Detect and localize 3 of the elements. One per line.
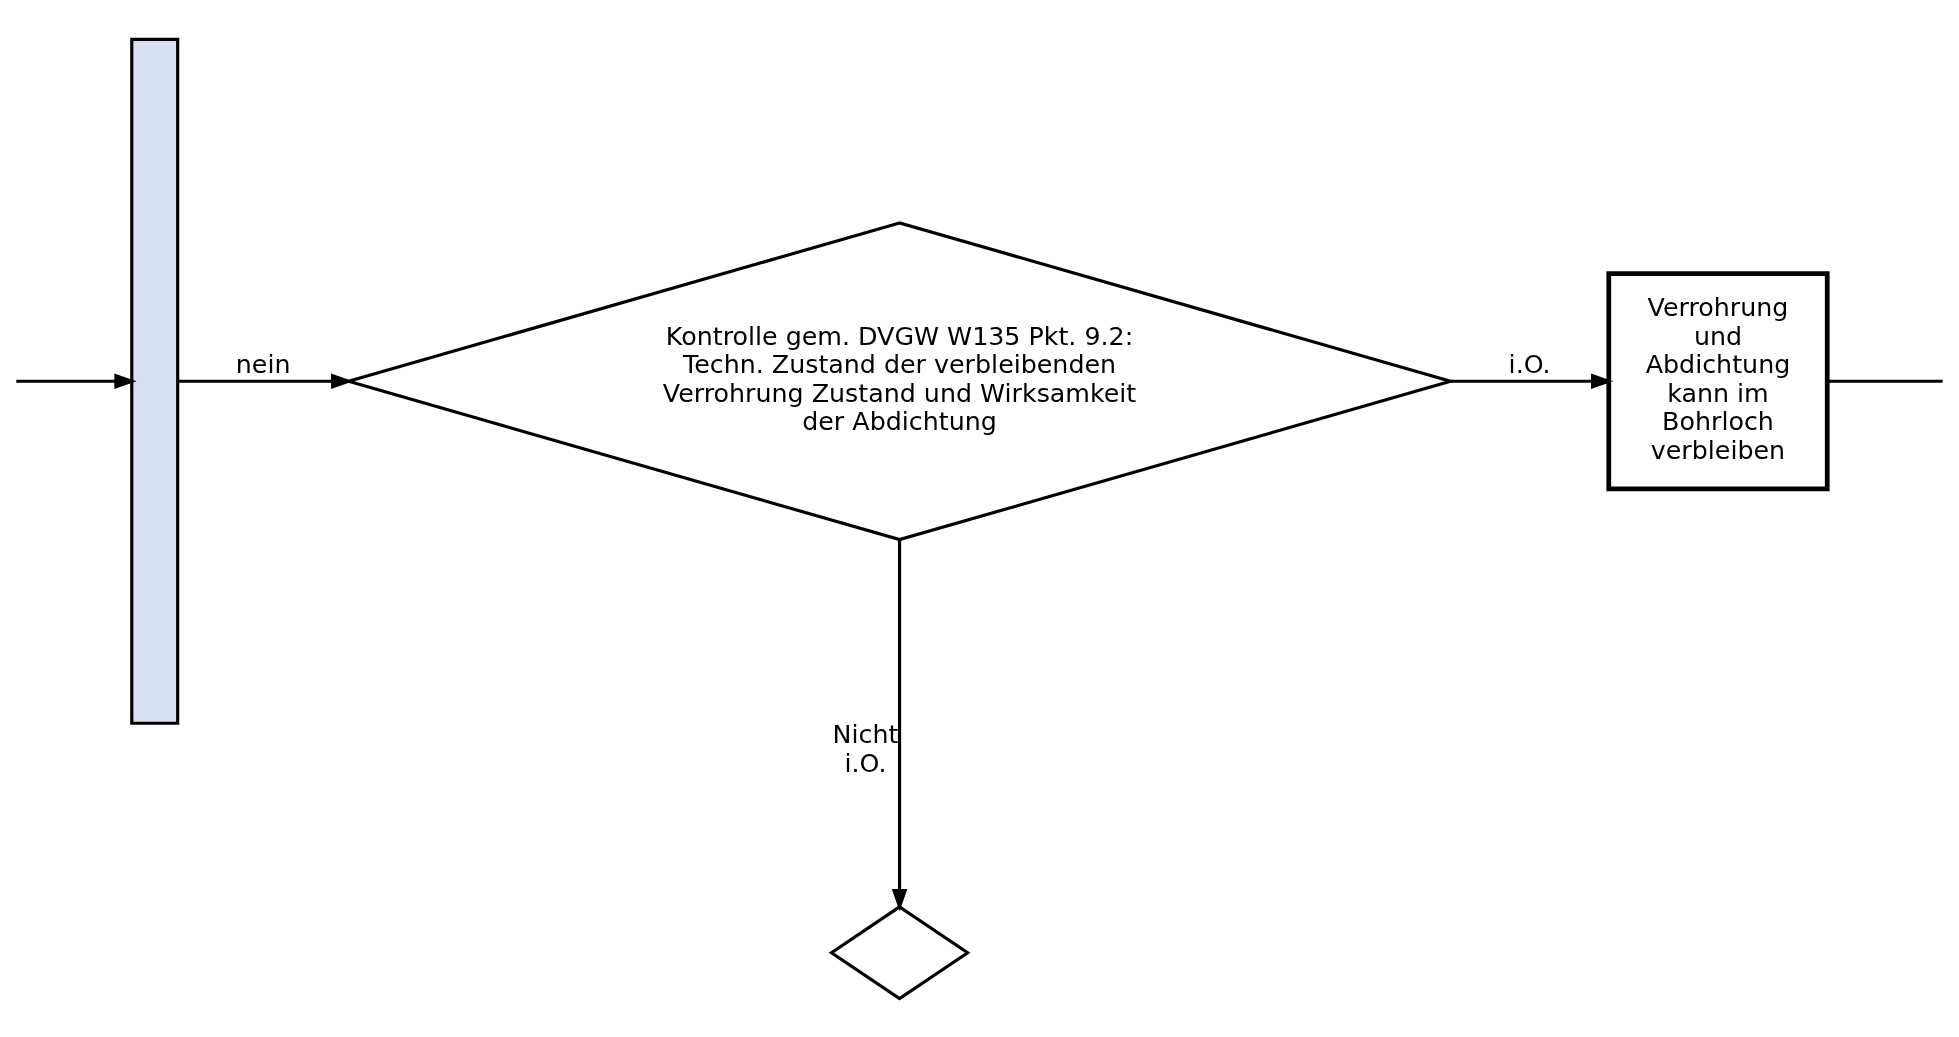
edge-label: nein xyxy=(235,348,291,379)
edge-label: i.O. xyxy=(1508,348,1551,379)
edge-label: Nicht i.O. xyxy=(832,718,899,778)
